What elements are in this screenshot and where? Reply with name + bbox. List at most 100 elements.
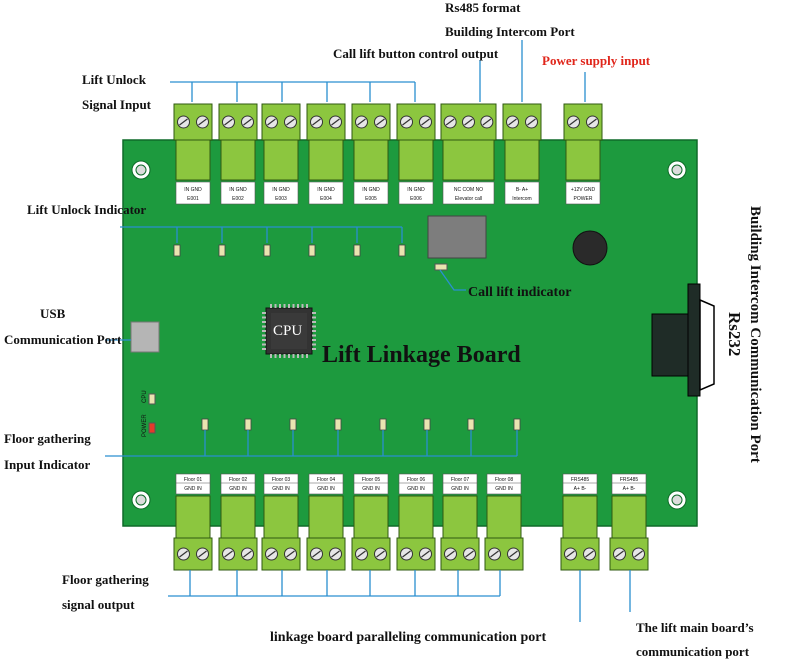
cpu-led-label: CPU	[142, 390, 148, 403]
paralleling-port-label: linkage board paralleling communication …	[270, 630, 547, 645]
top-terminal-pins: IN GND	[272, 187, 290, 193]
top-terminal-pins: NC COM NO	[454, 187, 483, 193]
floor-gather-input-label-1: Floor gathering	[4, 431, 91, 446]
top-terminal-name: E006	[410, 196, 422, 202]
bottom-terminal-name: Floor 06	[407, 477, 426, 483]
top-terminal-pins: +12V GND	[571, 187, 596, 193]
main-board-port-label-1: The lift main board’s	[636, 620, 754, 635]
top-terminal-block: IN GND E001	[173, 103, 213, 205]
bottom-terminal-name: FRS485	[620, 477, 639, 483]
top-terminal-pins: IN GND	[362, 187, 380, 193]
bottom-terminal-pins: GND IN	[407, 486, 425, 492]
top-terminal-name: E005	[365, 196, 377, 202]
power-led-label: POWER	[142, 414, 148, 437]
top-terminal-name: Intercom	[512, 196, 531, 202]
pcb-board	[122, 139, 698, 527]
bottom-terminal-pins: A+ B-	[574, 486, 587, 492]
top-terminal-name: Elevator call	[455, 196, 482, 202]
power-supply-label: Power supply input	[542, 53, 651, 68]
floor-input-led	[201, 418, 209, 431]
bottom-terminal-name: Floor 02	[229, 477, 248, 483]
floor-gather-output-label-2: signal output	[62, 597, 135, 612]
main-board-port-label-2: communication port	[636, 644, 750, 659]
top-terminal-block: B- A+ Intercom	[502, 103, 542, 205]
bottom-terminal-pins: A+ B-	[623, 486, 636, 492]
bottom-terminal-name: FRS485	[571, 477, 590, 483]
rs232-label: Rs232	[725, 312, 744, 357]
top-terminal-block: IN GND E002	[218, 103, 258, 205]
mounting-holes	[131, 160, 687, 510]
floor-input-led	[423, 418, 431, 431]
top-terminal-pins: IN GND	[184, 187, 202, 193]
board-title: Lift Linkage Board	[322, 342, 521, 368]
leader-lines	[105, 40, 631, 622]
bottom-terminal-name: Floor 08	[495, 477, 514, 483]
call-lift-led	[434, 263, 448, 271]
bottom-terminal-block: Floor 08 GND IN	[484, 473, 524, 571]
floor-input-led	[289, 418, 297, 431]
floor-input-led	[513, 418, 521, 431]
power-led	[148, 422, 156, 434]
lift-unlock-label-2: Signal Input	[82, 97, 152, 112]
usb-label-1: USB	[40, 306, 66, 321]
floor-input-led	[467, 418, 475, 431]
bottom-terminal-block: Floor 04 GND IN	[306, 473, 346, 571]
rs232-connector-icon	[651, 283, 715, 397]
cpu-label: CPU	[273, 323, 303, 339]
top-terminal-name: E001	[187, 196, 199, 202]
top-terminal-name: E002	[232, 196, 244, 202]
top-terminal-pins: IN GND	[229, 187, 247, 193]
bottom-terminal-pins: GND IN	[272, 486, 290, 492]
floor-input-led	[334, 418, 342, 431]
floor-gather-input-label-2: Input Indicator	[4, 457, 91, 472]
bottom-terminal-pins: GND IN	[317, 486, 335, 492]
bottom-terminal-block: Floor 07 GND IN	[440, 473, 480, 571]
floor-input-led	[244, 418, 252, 431]
top-terminal-block: IN GND E003	[261, 103, 301, 205]
lift-unlock-led	[173, 244, 181, 257]
top-terminal-name: POWER	[574, 196, 593, 202]
bottom-terminal-block: FRS485 A+ B-	[560, 473, 600, 571]
bottom-terminal-pins: GND IN	[229, 486, 247, 492]
top-terminal-pins: IN GND	[407, 187, 425, 193]
buzzer-icon	[572, 230, 608, 266]
cpu-led	[148, 393, 156, 405]
lift-unlock-led	[353, 244, 361, 257]
lift-unlock-led	[263, 244, 271, 257]
bottom-terminal-name: Floor 04	[317, 477, 336, 483]
cpu-chip-icon	[262, 304, 316, 358]
call-lift-output-label: Call lift button control output	[333, 46, 499, 61]
bottom-terminal-block: Floor 03 GND IN	[261, 473, 301, 571]
bottom-terminal-name: Floor 01	[184, 477, 203, 483]
top-terminal-pins: IN GND	[317, 187, 335, 193]
usb-label-2: Communication Port	[4, 332, 122, 347]
floor-input-led	[379, 418, 387, 431]
rs485-format-label: Rs485 format	[445, 0, 521, 15]
top-terminal-block: NC COM NO Elevator call	[440, 103, 497, 205]
building-intercom-comm-port-label: Building Intercom Communication Port	[747, 206, 763, 463]
bottom-terminal-block: Floor 06 GND IN	[396, 473, 436, 571]
lift-unlock-indicator-label: Lift Unlock Indicator	[27, 202, 147, 217]
floor-gather-output-label-1: Floor gathering	[62, 572, 149, 587]
lift-unlock-led	[308, 244, 316, 257]
bottom-terminal-pins: GND IN	[451, 486, 469, 492]
lift-unlock-led	[218, 244, 226, 257]
lift-unlock-led	[398, 244, 406, 257]
top-terminal-pins: B- A+	[516, 187, 528, 193]
bottom-terminal-name: Floor 05	[362, 477, 381, 483]
top-terminal-block: IN GND E006	[396, 103, 436, 205]
bottom-terminal-block: Floor 01 GND IN	[173, 473, 213, 571]
usb-port-icon	[130, 321, 160, 353]
top-terminal-block: IN GND E005	[351, 103, 391, 205]
top-terminal-name: E003	[275, 196, 287, 202]
top-terminal-block: +12V GND POWER	[563, 103, 603, 205]
call-lift-indicator-label: Call lift indicator	[468, 285, 572, 300]
bottom-terminal-pins: GND IN	[184, 486, 202, 492]
bottom-terminal-block: FRS485 A+ B-	[609, 473, 649, 571]
bottom-terminal-name: Floor 03	[272, 477, 291, 483]
bottom-terminal-name: Floor 07	[451, 477, 470, 483]
bottom-terminal-pins: GND IN	[495, 486, 513, 492]
